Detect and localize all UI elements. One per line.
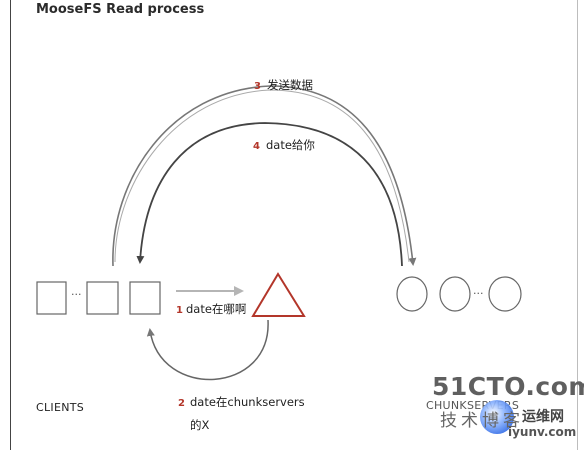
client-box-1	[36, 281, 67, 315]
chunkserver-ellipsis: ···	[473, 287, 484, 300]
step-2-number: 2	[178, 398, 185, 409]
client-ellipsis: ···	[71, 288, 82, 301]
step-4-number: 4	[253, 141, 260, 152]
arrow-step-4	[136, 122, 403, 267]
step-2-text-line2: 的X	[190, 418, 210, 432]
watermark-51cto: 51CTO.com	[432, 372, 584, 401]
step-3-number: 3	[254, 81, 261, 92]
watermark-url: iyunv.com	[508, 425, 577, 439]
arrow-step-3-outer	[112, 85, 417, 267]
arrow-step-2	[146, 319, 269, 381]
watermark-tech-blog: 技术博客	[440, 411, 524, 431]
step-4-text: date给你	[265, 138, 315, 152]
step-3-text: 发送数据	[266, 78, 313, 92]
step-3-label: 3 发送数据	[254, 77, 313, 93]
step-2-text-line1: date在chunkservers	[189, 395, 305, 409]
step-1-number: 1	[176, 305, 183, 316]
arrow-step-3-inner	[114, 89, 410, 263]
step-1-text: date在哪啊	[185, 302, 247, 316]
diagram-title: MooseFS Read process	[36, 2, 205, 17]
clients-label: CLIENTS	[36, 401, 85, 414]
client-box-3	[129, 281, 161, 315]
step-2-label: 2 date在chunkservers	[178, 394, 305, 410]
master-triangle	[251, 272, 306, 317]
step-4-label: 4 date给你	[253, 137, 315, 153]
client-box-2	[86, 281, 119, 315]
frame-right-border	[577, 0, 578, 450]
chunkserver-circle-3	[488, 276, 522, 312]
watermark-badge-icon	[480, 400, 514, 434]
watermark-yunwei: 运维网	[522, 409, 564, 425]
chunkserver-circle-1	[396, 276, 428, 312]
chunkserver-circle-2	[439, 276, 471, 312]
frame-left-border	[10, 0, 11, 450]
